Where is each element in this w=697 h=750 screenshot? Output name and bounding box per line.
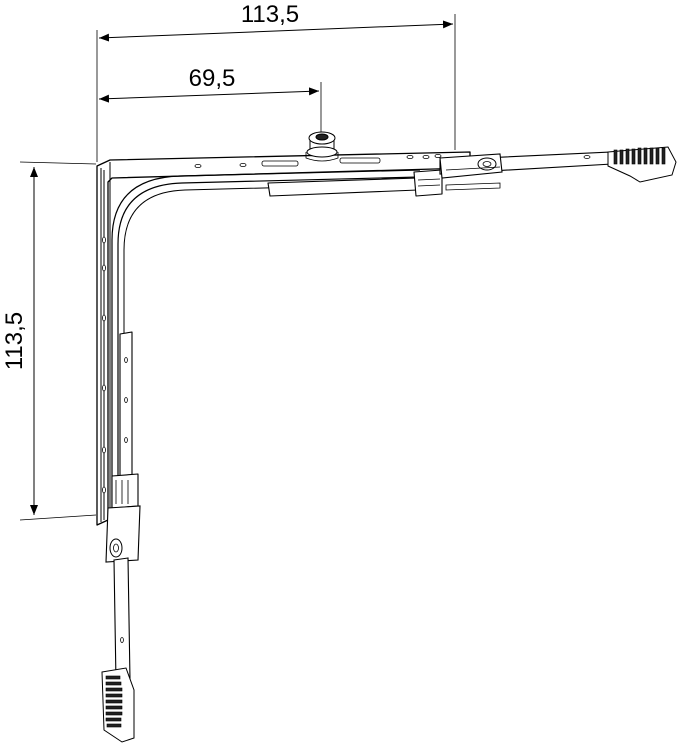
top-clip	[413, 169, 443, 197]
top-rod-slot	[445, 166, 501, 191]
curved-profile-back	[123, 183, 416, 480]
dimension-line-top-overall	[98, 20, 454, 42]
corner-drive-body	[96, 151, 471, 526]
vertical-clip-detail	[115, 480, 129, 504]
extension-line-bottom	[19, 514, 97, 521]
vertical-slide-holes	[124, 357, 128, 443]
dimension-line-top-partial	[98, 87, 320, 103]
top-rail-holes	[194, 153, 442, 168]
dimension-left-overall: 113,5	[1, 161, 97, 521]
frame-thickness	[100, 162, 111, 522]
dimension-top-overall: 113,5	[96, 1, 456, 162]
top-connecting-rod	[439, 146, 677, 191]
vertical-slide-bar	[119, 331, 133, 483]
bottom-connecting-rod	[101, 505, 141, 743]
top-clip-detail	[417, 178, 441, 187]
dimension-top-partial: 69,5	[98, 65, 322, 134]
extension-line-top	[19, 161, 97, 165]
outer-frame	[96, 151, 471, 526]
top-end-grip-icon	[607, 146, 677, 183]
dimension-label-left-overall: 113,5	[1, 312, 28, 370]
drive-knob-icon	[305, 131, 339, 162]
bottom-end-grip-icon	[101, 667, 135, 743]
curved-profile-inner	[117, 176, 421, 520]
dimension-label-top-partial: 69,5	[189, 65, 236, 92]
curved-profile-outer	[111, 169, 421, 520]
bottom-rod-bar	[113, 557, 131, 683]
vertical-rail-holes	[102, 236, 106, 494]
dimension-label-top-overall: 113,5	[241, 1, 299, 28]
